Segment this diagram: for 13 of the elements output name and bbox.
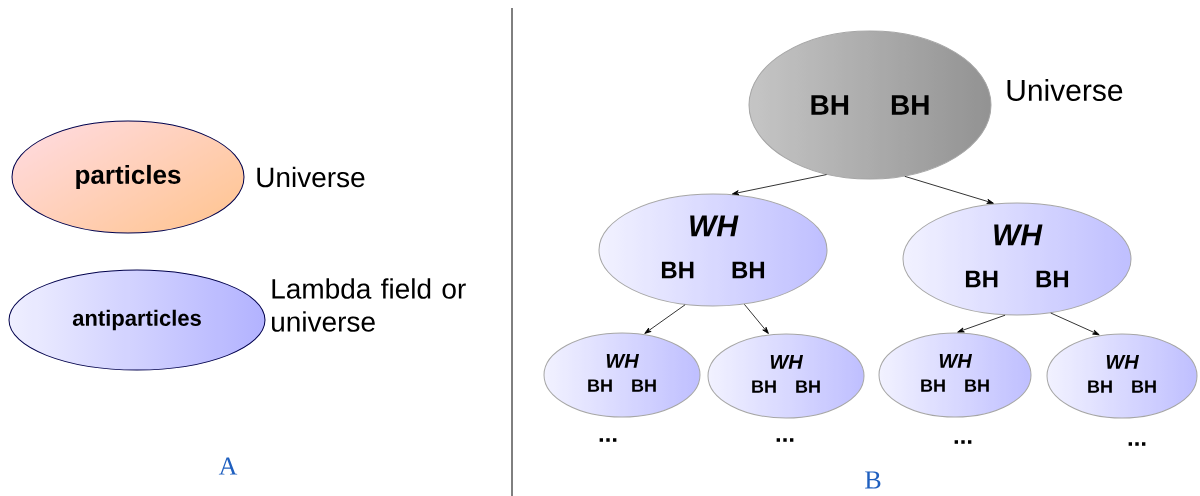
side-label: Universe — [1007, 79, 1123, 101]
panel-letter: A — [218, 457, 238, 475]
arrow — [1050, 312, 1100, 336]
continuation-dots: ... — [954, 440, 972, 444]
arrow — [744, 303, 769, 334]
arrow — [904, 175, 994, 204]
panel-letter: B — [865, 471, 881, 489]
arrow — [957, 314, 1006, 333]
continuation-dots: ... — [1128, 442, 1146, 446]
side-label: Universe — [257, 166, 365, 188]
arrow — [644, 304, 686, 334]
arrow — [731, 174, 827, 196]
side-label: Lambda field or universe — [272, 278, 466, 332]
